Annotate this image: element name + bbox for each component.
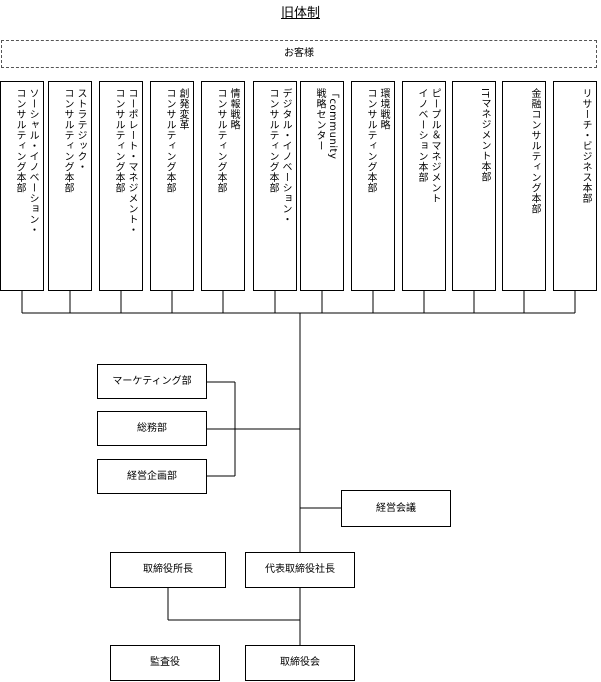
department-box: 環境戦略 コンサルティング本部 <box>351 81 395 291</box>
department-label: ソーシャル・イノベーション・ コンサルティング本部 <box>14 88 38 235</box>
department-label: 環境戦略 コンサルティング本部 <box>365 88 389 193</box>
department-box: 情報戦略 コンサルティング本部 <box>201 81 245 291</box>
department-label: 「community 戦略センター <box>314 88 338 160</box>
department-label: 金融コンサルティング本部 <box>529 88 540 214</box>
ceo-box: 代表取締役社長 <box>245 552 355 588</box>
department-box: ピープル＆マネジメント イノベーション本部 <box>402 81 446 291</box>
client-box: お客様 <box>1 40 597 68</box>
management-council-box: 経営会議 <box>341 490 451 527</box>
marketing-dept-box: マーケティング部 <box>97 364 207 399</box>
department-box: ソーシャル・イノベーション・ コンサルティング本部 <box>0 81 44 291</box>
department-label: コーポレート・マネジメント・ コンサルティング本部 <box>113 88 137 235</box>
board-box: 取締役会 <box>245 645 355 681</box>
department-box: コーポレート・マネジメント・ コンサルティング本部 <box>99 81 143 291</box>
department-label: 情報戦略 コンサルティング本部 <box>215 88 239 193</box>
department-box: 創発変革 コンサルティング本部 <box>150 81 194 291</box>
department-label: ストラテジック・ コンサルティング本部 <box>62 88 86 193</box>
chart-title: 旧体制 <box>280 6 320 21</box>
department-label: リサーチ・ビジネス本部 <box>580 88 591 204</box>
department-box: 金融コンサルティング本部 <box>502 81 546 291</box>
department-label: ITマネジメント本部 <box>479 88 490 183</box>
auditor-box: 監査役 <box>110 645 220 681</box>
director-chief-box: 取締役所長 <box>110 552 226 588</box>
department-label: ピープル＆マネジメント イノベーション本部 <box>416 88 440 204</box>
department-label: デジタル・イノベーション・ コンサルティング本部 <box>267 88 291 225</box>
general-affairs-box: 総務部 <box>97 411 207 446</box>
department-box: デジタル・イノベーション・ コンサルティング本部 <box>253 81 297 291</box>
department-box: リサーチ・ビジネス本部 <box>553 81 597 291</box>
corporate-planning-box: 経営企画部 <box>97 459 207 494</box>
department-box: ストラテジック・ コンサルティング本部 <box>48 81 92 291</box>
department-label: 創発変革 コンサルティング本部 <box>164 88 188 193</box>
department-box: 「community 戦略センター <box>300 81 344 291</box>
department-box: ITマネジメント本部 <box>452 81 496 291</box>
